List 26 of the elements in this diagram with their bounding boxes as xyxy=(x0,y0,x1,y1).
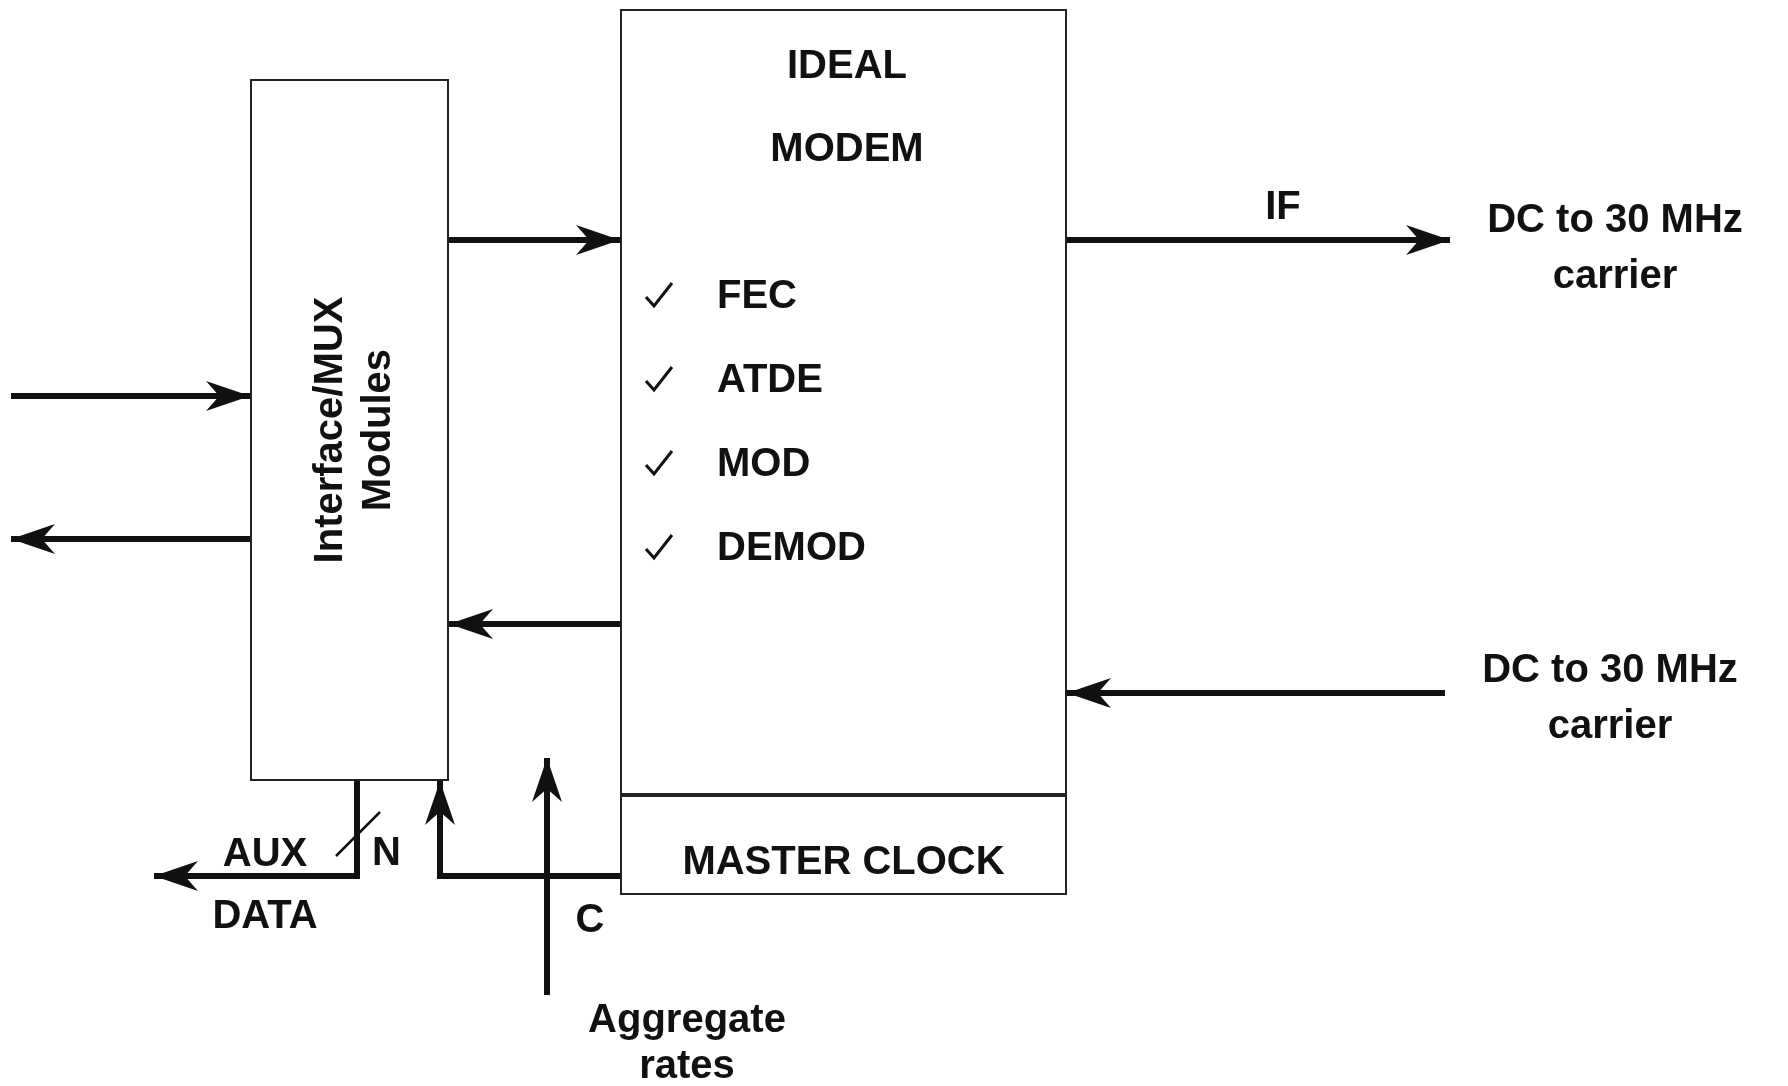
modem-box xyxy=(620,9,1067,795)
arrow xyxy=(449,609,620,639)
edge-label: AUX DATA xyxy=(211,829,319,938)
arrow xyxy=(425,781,620,879)
edge-label: C xyxy=(574,895,606,941)
feature-item: DEMOD xyxy=(717,523,866,569)
arrow xyxy=(11,381,250,411)
rates-label: Aggregate rates xyxy=(587,995,787,1086)
module-box xyxy=(250,79,449,781)
arrow xyxy=(532,758,562,995)
feature-item: MOD xyxy=(717,439,811,485)
clock-box xyxy=(620,795,1067,895)
feature-item: ATDE xyxy=(717,355,823,401)
arrow xyxy=(154,781,360,891)
arrow xyxy=(1067,225,1450,255)
modem-title: IDEAL MODEM xyxy=(769,41,925,171)
feature-item: FEC xyxy=(717,271,797,317)
module-label: Interface/MUX Modules xyxy=(305,295,399,566)
carrier-label: DC to 30 MHz carrier xyxy=(1486,195,1744,298)
bus-width-label: N xyxy=(372,828,401,874)
edge-label: IF xyxy=(1264,182,1302,228)
carrier-label: DC to 30 MHz carrier xyxy=(1481,645,1739,748)
arrow xyxy=(449,225,620,255)
clock-label: MASTER CLOCK xyxy=(681,837,1006,883)
arrow xyxy=(1067,678,1445,708)
arrow xyxy=(11,524,250,554)
